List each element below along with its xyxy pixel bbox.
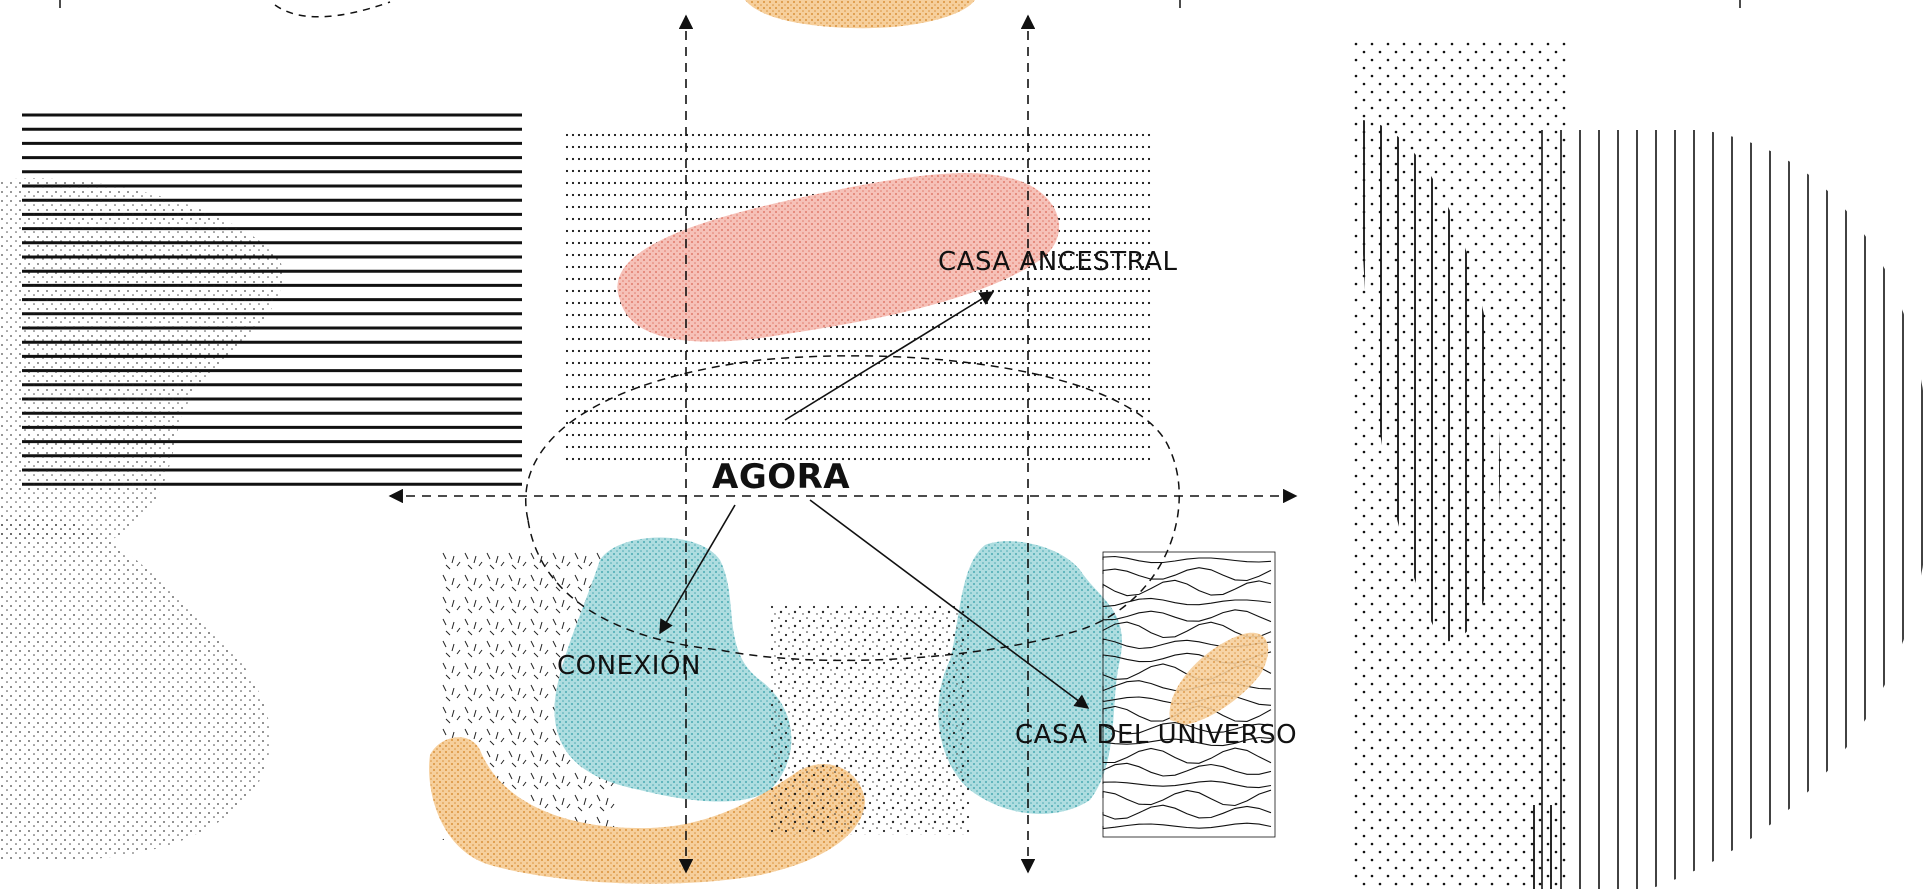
vertical-lines-stub (1525, 805, 1565, 889)
casa-del-universo-label: CASA DEL UNIVERSO (1015, 720, 1297, 750)
conexion-label: CONEXIÓN (557, 649, 701, 681)
agora-label: AGORA (712, 457, 850, 497)
orange-blob-top (745, 0, 975, 29)
contour-line (1102, 567, 1272, 582)
vertical-lines-circle (1350, 130, 1930, 889)
teal-blob-left (554, 537, 792, 802)
stipple-blob-bottom-left (0, 516, 271, 860)
contour-line (1102, 780, 1272, 789)
orange-blob-topo (1169, 632, 1269, 725)
dashed-ellipse (525, 355, 1180, 662)
contour-line (1102, 736, 1272, 747)
contour-line (1102, 822, 1272, 830)
contour-line (1102, 747, 1272, 764)
contour-line (1102, 804, 1272, 820)
speckle-panel (770, 605, 970, 835)
contour-line (1102, 789, 1272, 807)
pink-blob (617, 173, 1060, 342)
top-edge-marks (59, 0, 1741, 18)
contour-line (1102, 722, 1272, 735)
arrow-to-casa-del-universo (809, 499, 1090, 709)
contour-line (1102, 579, 1272, 597)
contour-line (1102, 597, 1272, 608)
orange-blob-bottom (429, 737, 865, 884)
contour-line (1102, 609, 1272, 623)
vertical-lines-lens (1360, 120, 1500, 642)
arrow-to-casa-ancestral (784, 291, 995, 421)
contour-line (1102, 555, 1272, 564)
stipple-blob-left (0, 178, 283, 541)
casa-ancestral-label: CASA ANCESTRAL (938, 247, 1177, 277)
topographic-frame (1102, 551, 1276, 838)
contour-line (1102, 762, 1272, 777)
contour-line (1102, 621, 1272, 639)
arrow-to-conexion (659, 504, 736, 635)
